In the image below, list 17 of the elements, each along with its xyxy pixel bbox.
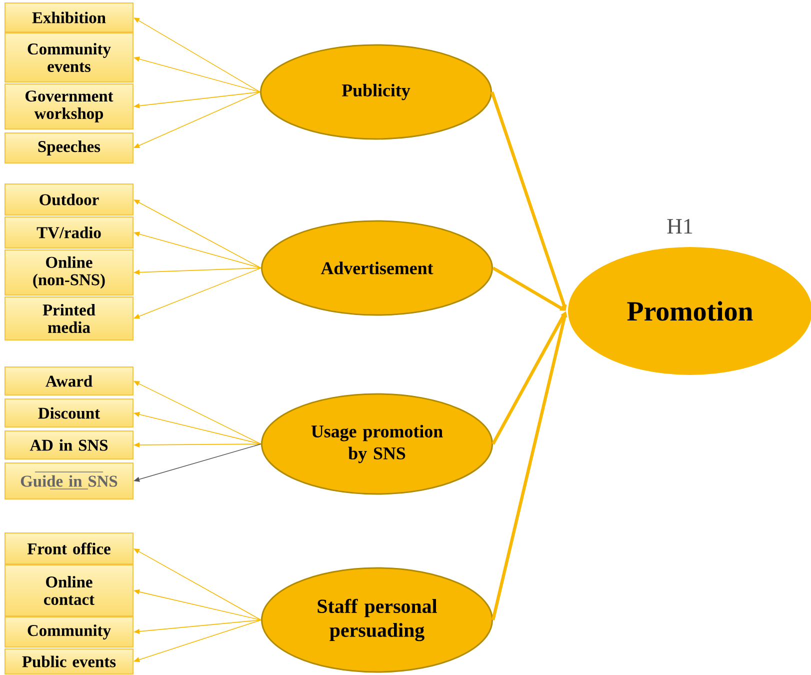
item-box: Public events	[4, 648, 134, 674]
item-box: Printed media	[4, 296, 134, 340]
item-box: TV/radio	[4, 216, 134, 248]
item-box: Government workshop	[4, 84, 134, 130]
item-box: Community events	[4, 32, 134, 82]
item-box: Award	[4, 366, 134, 396]
item-box: Online (non-SNS)	[4, 250, 134, 296]
item-box: Community	[4, 616, 134, 648]
item-box: Guide in SNS	[4, 462, 134, 500]
item-box: Front office	[4, 532, 134, 564]
item-box: Speeches	[4, 132, 134, 164]
item-box: Exhibition	[4, 2, 134, 32]
hypothesis-label: H1	[667, 219, 692, 234]
item-box: Discount	[4, 398, 134, 428]
item-box: Outdoor	[4, 184, 134, 216]
item-box: AD in SNS	[4, 430, 134, 460]
item-box: Online contact	[4, 564, 134, 616]
